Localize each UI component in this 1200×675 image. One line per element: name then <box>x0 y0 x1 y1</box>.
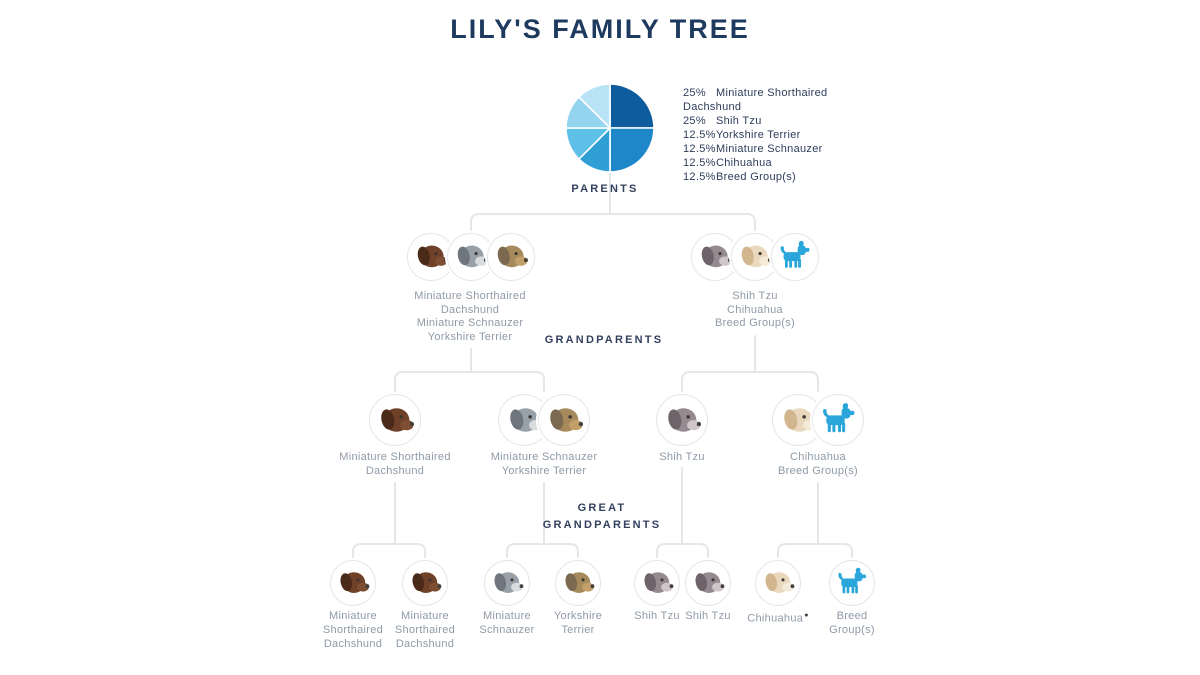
legend-row: 12.5%Breed Group(s) <box>683 170 855 184</box>
legend-pct: 12.5% <box>683 157 716 169</box>
page-title: LILY'S FAMILY TREE <box>450 14 750 44</box>
photo-chihuahua <box>755 560 801 606</box>
legend-breed: Yorkshire Terrier <box>716 129 801 141</box>
section-label-parents: PARENTS <box>571 183 639 195</box>
legend-breed: Miniature Schnauzer <box>716 143 823 155</box>
photo-shih-tzu <box>685 560 731 606</box>
great-grandparent-6-label: Shih Tzu <box>685 610 731 622</box>
legend-pct: 12.5% <box>683 143 716 155</box>
legend-breed: Shih Tzu <box>716 115 762 127</box>
photo-shih-tzu <box>634 560 680 606</box>
grandparent-3-photos <box>656 394 708 446</box>
photo-dachshund <box>330 560 376 606</box>
great-grandparent-2-photo <box>402 560 448 606</box>
parent-1-photos <box>407 233 535 281</box>
grandparent-3-label: Shih Tzu <box>659 451 705 463</box>
great-grandparent-1-photo <box>330 560 376 606</box>
breed-legend: 25%Miniature Shorthaired Dachshund 25%Sh… <box>683 86 855 184</box>
section-label-grandparents: GRANDPARENTS <box>544 334 664 346</box>
grandparent-2-label: Miniature Schnauzer Yorkshire Terrier <box>490 451 598 477</box>
breed-group-dog-icon <box>829 560 875 606</box>
great-grandparent-7-photo <box>755 560 801 606</box>
great-grandparent-1-label: Miniature Shorthaired Dachshund <box>322 610 384 650</box>
photo-shih-tzu <box>656 394 708 446</box>
grandparent-1-photos <box>369 394 421 446</box>
great-grandparent-7-label: Chihuahua● <box>728 609 828 626</box>
parent-2-label: Shih Tzu Chihuahua Breed Group(s) <box>714 290 795 329</box>
legend-row: 25%Miniature Shorthaired Dachshund <box>683 86 855 114</box>
photo-yorkshire-terrier <box>487 233 535 281</box>
photo-yorkshire-terrier <box>538 394 590 446</box>
great-grandparent-8-label: Breed Group(s) <box>829 610 875 636</box>
great-grandparent-5-label: Shih Tzu <box>634 610 680 622</box>
pie-slice-dachshund <box>609 83 655 129</box>
legend-breed: Breed Group(s) <box>716 171 797 183</box>
great-grandparent-4-label: Yorkshire Terrier <box>553 610 603 636</box>
parent-1-label: Miniature Shorthaired Dachshund Miniatur… <box>414 290 526 343</box>
breed-pie-chart <box>565 83 655 173</box>
great-grandparent-5-photo <box>634 560 680 606</box>
legend-row: 12.5%Chihuahua <box>683 156 855 170</box>
legend-pct: 12.5% <box>683 129 716 141</box>
photo-yorkshire-terrier <box>555 560 601 606</box>
parent-2-photos <box>691 233 819 281</box>
photo-dachshund <box>402 560 448 606</box>
great-grandparent-2-label: Miniature Shorthaired Dachshund <box>394 610 456 650</box>
great-grandparent-4-photo <box>555 560 601 606</box>
legend-row: 25% Shih Tzu <box>683 114 855 128</box>
legend-breed: Chihuahua <box>716 157 772 169</box>
legend-row: 12.5%Miniature Schnauzer <box>683 142 855 156</box>
great-grandparent-7-breed: Chihuahua <box>747 612 804 625</box>
grandparent-4-label: Chihuahua Breed Group(s) <box>777 451 858 477</box>
legend-breed: Miniature Shorthaired Dachshund <box>683 87 828 113</box>
legend-pct: 25% <box>683 87 706 99</box>
footnote-dot-marker: ● <box>804 612 809 619</box>
grandparent-4-photos <box>772 394 864 446</box>
grandparent-1-label: Miniature Shorthaired Dachshund <box>339 451 451 477</box>
great-grandparent-3-label: Miniature Schnauzer <box>479 610 535 636</box>
grandparent-2-photos <box>498 394 590 446</box>
breed-group-dog-icon <box>771 233 819 281</box>
pie-slice-breed-groups <box>578 83 611 129</box>
legend-pct: 12.5% <box>683 171 716 183</box>
great-grandparent-8-photo <box>829 560 875 606</box>
pie-slice-shihtzu <box>609 127 655 173</box>
photo-dachshund <box>369 394 421 446</box>
section-label-great-grandparents: GREAT GRANDPARENTS <box>542 502 662 531</box>
breed-group-dog-icon <box>812 394 864 446</box>
photo-schnauzer <box>484 560 530 606</box>
legend-row: 12.5%Yorkshire Terrier <box>683 128 855 142</box>
legend-pct: 25% <box>683 115 706 127</box>
great-grandparent-6-photo <box>685 560 731 606</box>
great-grandparent-3-photo <box>484 560 530 606</box>
